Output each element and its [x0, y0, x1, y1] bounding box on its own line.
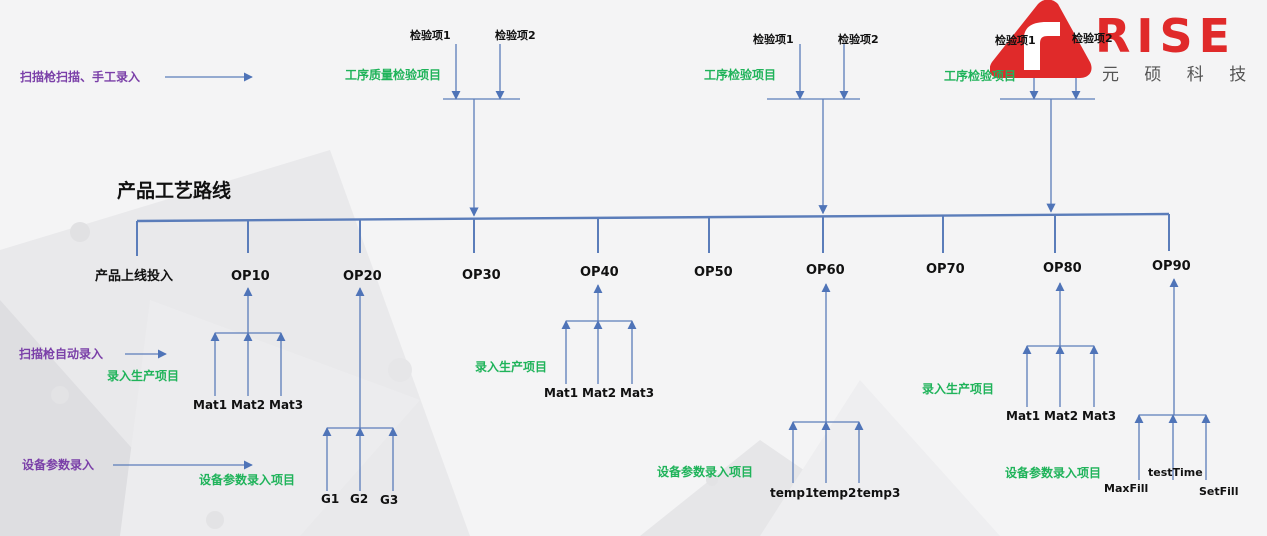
op-label-op70: OP70 — [926, 262, 965, 277]
op-label-op30: OP30 — [462, 268, 501, 283]
equipment-item: temp2 — [813, 486, 857, 500]
main-route-line — [136, 212, 1170, 223]
production-item: Mat2 — [582, 386, 617, 400]
production-item: Mat3 — [1082, 409, 1117, 423]
production-item: Mat3 — [269, 398, 304, 412]
inspection-group-label: 工序检验项目 — [704, 68, 777, 82]
input-method-scan-auto: 扫描枪自动录入 — [19, 347, 104, 361]
inspection-item: 检验项1 — [410, 29, 451, 42]
equipment-item: G3 — [380, 493, 399, 507]
inspection-group-label: 工序质量检验项目 — [345, 68, 442, 82]
equipment-group-label: 设备参数录入项目 — [1005, 466, 1102, 480]
op-label-op10: OP10 — [231, 269, 270, 284]
production-item: Mat1 — [193, 398, 228, 412]
equipment-item: G1 — [321, 492, 340, 506]
logo-subtitle: 元 硕 科 技 — [1102, 65, 1256, 85]
bg-shape — [760, 380, 1000, 536]
op-label-op20: OP20 — [343, 269, 382, 284]
rise-logo: RISE 元 硕 科 技 — [990, 0, 1256, 85]
page-title: 产品工艺路线 — [117, 180, 232, 202]
op-label-op60: OP60 — [806, 263, 845, 278]
production-item: Mat2 — [1044, 409, 1079, 423]
equipment-group-label: 设备参数录入项目 — [199, 473, 296, 487]
equipment-item: temp1 — [770, 486, 814, 500]
equipment-item: G2 — [350, 492, 369, 506]
inspection-item: 检验项1 — [753, 33, 794, 46]
equipment-item: temp3 — [857, 486, 901, 500]
equipment-item: testTime — [1148, 466, 1203, 479]
bg-dot — [206, 511, 224, 529]
bg-dot — [388, 358, 412, 382]
bg-dot — [70, 222, 90, 242]
logo-r-glyph-icon — [1024, 22, 1060, 70]
op-label-op40: OP40 — [580, 265, 619, 280]
inspection-group-label: 工序检验项目 — [944, 69, 1017, 83]
bg-dot — [706, 474, 718, 486]
inspection-item: 检验项2 — [495, 29, 536, 42]
inspection-item: 检验项2 — [838, 33, 879, 46]
op-label-start: 产品上线投入 — [95, 269, 174, 284]
input-method-equipment: 设备参数录入 — [22, 458, 95, 472]
op-label-op50: OP50 — [694, 265, 733, 280]
logo-text: RISE — [1095, 9, 1236, 63]
equipment-group-label: 设备参数录入项目 — [657, 465, 754, 479]
production-item: Mat3 — [620, 386, 655, 400]
op-label-op90: OP90 — [1152, 259, 1191, 274]
bg-dot — [51, 386, 69, 404]
production-group-label: 录入生产项目 — [922, 382, 995, 396]
bg-shape — [120, 300, 420, 536]
inspection-item: 检验项1 — [995, 34, 1036, 47]
production-item: Mat2 — [231, 398, 266, 412]
production-item: Mat1 — [1006, 409, 1041, 423]
production-item: Mat1 — [544, 386, 579, 400]
equipment-item: SetFill — [1199, 485, 1239, 498]
input-method-scan-manual: 扫描枪扫描、手工录入 — [20, 70, 141, 84]
equipment-item: MaxFill — [1104, 482, 1149, 495]
op-label-op80: OP80 — [1043, 261, 1082, 276]
production-group-label: 录入生产项目 — [107, 369, 180, 383]
inspection-item: 检验项2 — [1072, 32, 1113, 45]
production-group-label: 录入生产项目 — [475, 360, 548, 374]
